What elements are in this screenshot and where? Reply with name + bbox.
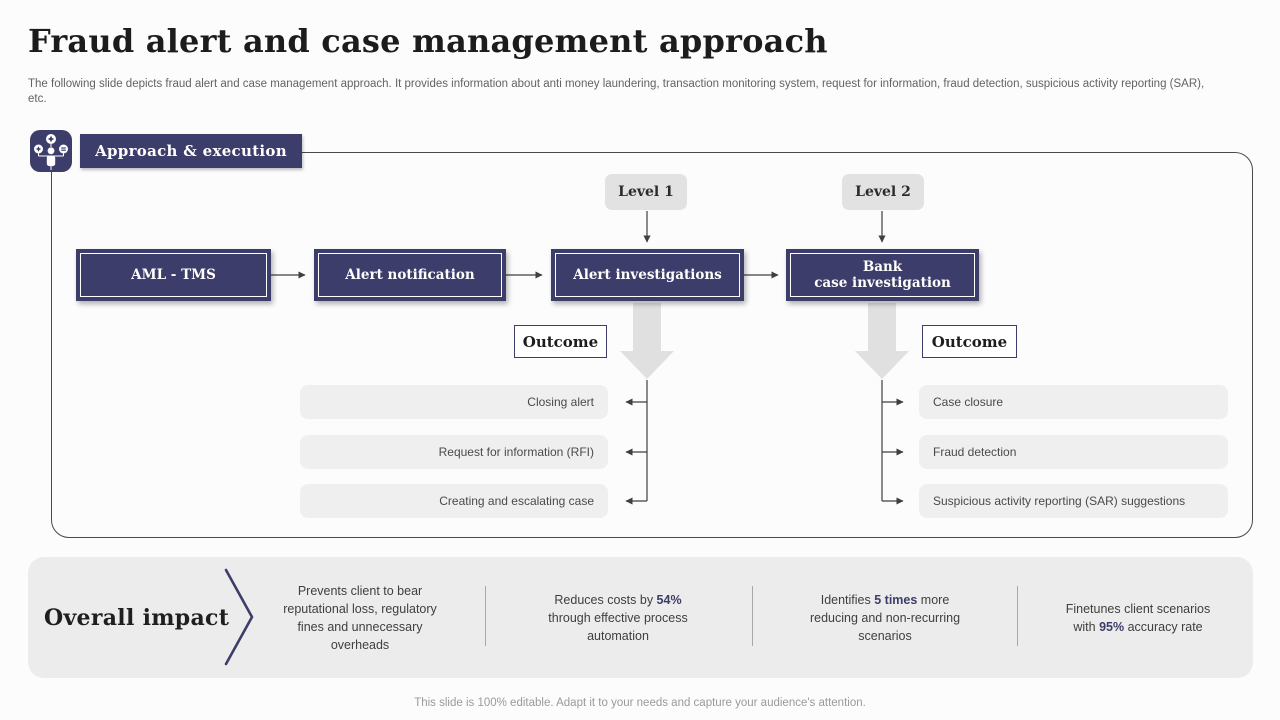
list-item-fraud-detection[interactable]: Fraud detection <box>919 435 1228 469</box>
outcome-label-right[interactable]: Outcome <box>922 325 1017 358</box>
overall-impact-label: Overall impact <box>44 604 230 631</box>
section-header-label: Approach & execution <box>95 142 287 160</box>
stage-alert-notification[interactable]: Alert notification <box>314 249 506 301</box>
level-1-tag[interactable]: Level 1 <box>605 174 687 210</box>
diagram-frame <box>51 152 1253 538</box>
stage-label: Bank case investigation <box>790 253 975 297</box>
column-divider <box>485 586 486 646</box>
section-header-approach-execution[interactable]: Approach & execution <box>80 134 302 168</box>
stage-label: Alert notification <box>318 253 502 297</box>
outcome-label-left[interactable]: Outcome <box>514 325 607 358</box>
list-item-closing-alert[interactable]: Closing alert <box>300 385 608 419</box>
stage-aml-tms[interactable]: AML - TMS <box>76 249 271 301</box>
impact-item-accuracy-rate: Finetunes client scenarios with 95% accu… <box>1065 601 1211 634</box>
slide-description: The following slide depicts fraud alert … <box>28 78 1205 105</box>
list-item-rfi[interactable]: Request for information (RFI) <box>300 435 608 469</box>
list-item-creating-escalating-case[interactable]: Creating and escalating case <box>300 484 608 518</box>
level-2-tag[interactable]: Level 2 <box>842 174 924 210</box>
stage-label: Alert investigations <box>555 253 740 297</box>
list-item-sar-suggestions[interactable]: Suspicious activity reporting (SAR) sugg… <box>919 484 1228 518</box>
list-item-case-closure[interactable]: Case closure <box>919 385 1228 419</box>
page-title: Fraud alert and case management approach <box>28 22 828 60</box>
stage-bank-case-investigation[interactable]: Bank case investigation <box>786 249 979 301</box>
chevron-right-icon <box>224 568 254 666</box>
impact-item-scenario-identification: Identifies 5 times more reducing and non… <box>809 592 961 643</box>
editable-note: This slide is 100% editable. Adapt it to… <box>414 697 866 709</box>
people-options-icon <box>30 130 72 172</box>
column-divider <box>1017 586 1018 646</box>
frame-corner-mask <box>69 145 82 159</box>
stage-alert-investigations[interactable]: Alert investigations <box>551 249 744 301</box>
stage-label: AML - TMS <box>80 253 267 297</box>
overall-impact-band <box>28 557 1253 678</box>
column-divider <box>752 586 753 646</box>
impact-item-cost-reduction: Reduces costs by 54% through effective p… <box>548 592 688 643</box>
impact-item-reputational-loss: Prevents client to bear reputational los… <box>283 583 437 652</box>
